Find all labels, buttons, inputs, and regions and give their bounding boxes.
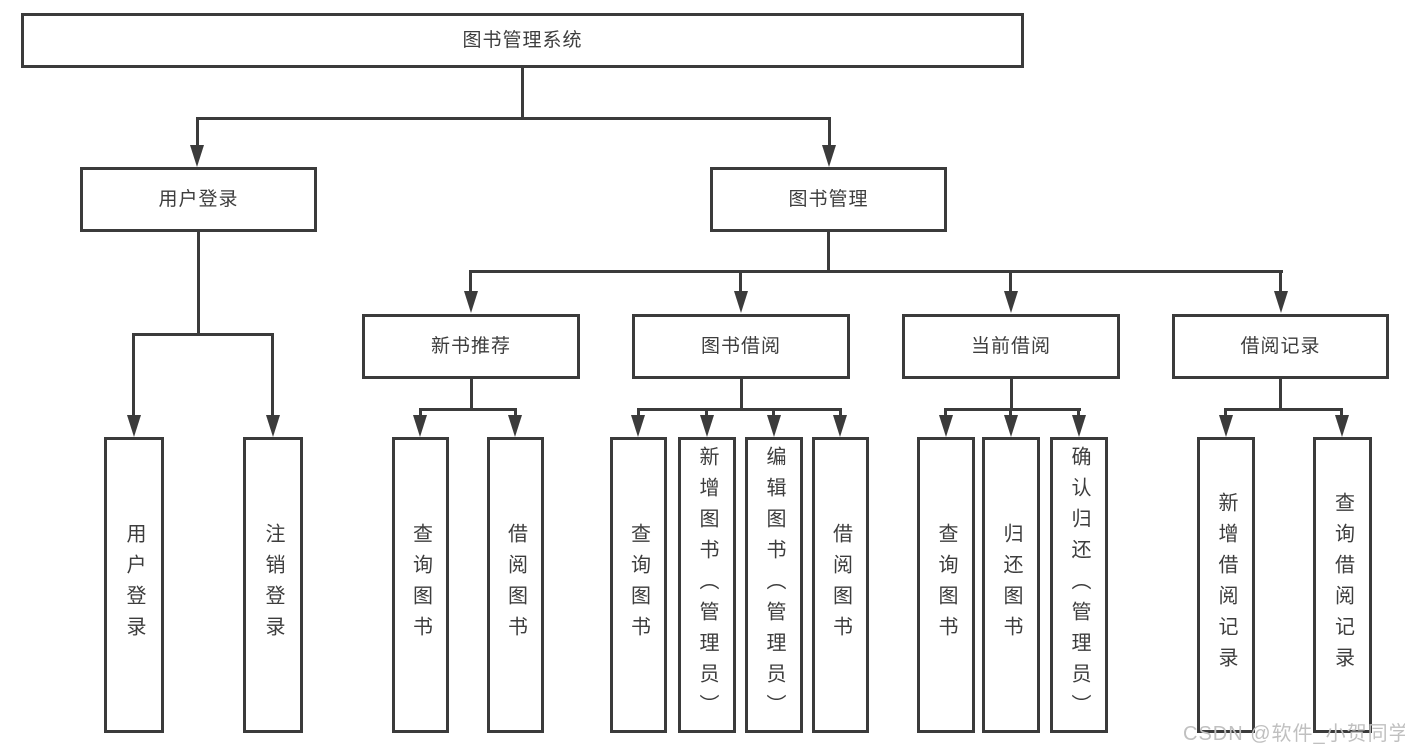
leaf-add-borrow-record-label: 新增借阅记录 [1215,492,1237,678]
leaf-confirm-return-admin-label: 确认归还（管理员） [1068,445,1090,725]
connector-line [132,333,274,336]
connector-line [740,379,743,411]
connector-line [1279,379,1282,411]
arrowhead-down-icon [1072,415,1086,437]
connector-line [469,270,1283,273]
leaf-query-book-2-label: 查询图书 [627,523,650,647]
connector-line [772,408,775,417]
arrowhead-down-icon [413,415,427,437]
leaf-add-book-admin-label: 新增图书（管理员） [696,445,718,725]
connector-line [271,333,274,417]
leaf-user-login-label: 用户登录 [123,523,145,647]
node-new-book-recommend: 新书推荐 [362,314,580,379]
node-borrow-record: 借阅记录 [1172,314,1389,379]
connector-line [637,408,841,411]
arrowhead-down-icon [508,415,522,437]
node-book-borrow: 图书借阅 [632,314,850,379]
connector-line [132,333,135,417]
connector-line [419,408,517,411]
node-user-login-label: 用户登录 [158,189,239,210]
node-book-management-label: 图书管理 [788,189,869,210]
leaf-user-login: 用户登录 [104,437,164,733]
connector-line [739,270,742,293]
connector-line [469,270,472,293]
connector-line [705,408,708,417]
arrowhead-down-icon [939,415,953,437]
leaf-borrow-book-2: 借阅图书 [812,437,869,733]
leaf-return-book: 归还图书 [982,437,1040,733]
leaf-add-book-admin: 新增图书（管理员） [678,437,736,733]
node-borrow-record-label: 借阅记录 [1240,336,1321,357]
arrowhead-down-icon [833,415,847,437]
connector-line [1340,408,1343,417]
connector-line [827,232,830,273]
node-new-book-recommend-label: 新书推荐 [430,336,511,357]
connector-line [828,117,831,148]
leaf-borrow-book-1-label: 借阅图书 [504,523,527,647]
node-current-borrow-label: 当前借阅 [970,336,1051,357]
leaf-query-book-3: 查询图书 [917,437,975,733]
arrowhead-down-icon [700,415,714,437]
leaf-query-book-1-label: 查询图书 [409,523,432,647]
connector-line [419,408,422,417]
leaf-return-book-label: 归还图书 [1000,523,1022,647]
node-user-login: 用户登录 [80,167,317,232]
arrowhead-down-icon [734,291,748,313]
leaf-query-book-3-label: 查询图书 [935,523,957,647]
connector-line [1010,379,1013,411]
connector-line [196,117,831,120]
connector-line [1009,408,1012,417]
connector-line [839,408,842,417]
arrowhead-down-icon [822,145,836,167]
node-book-borrow-label: 图书借阅 [700,336,781,357]
arrowhead-down-icon [1004,291,1018,313]
leaf-logout: 注销登录 [243,437,303,733]
connector-line [1077,408,1080,417]
connector-line [1279,270,1282,293]
node-book-management: 图书管理 [710,167,947,232]
arrowhead-down-icon [1335,415,1349,437]
connector-line [470,379,473,411]
connector-line [196,117,199,148]
connector-line [521,68,524,120]
arrowhead-down-icon [464,291,478,313]
arrowhead-down-icon [1274,291,1288,313]
connector-line [197,232,200,336]
arrowhead-down-icon [631,415,645,437]
leaf-logout-label: 注销登录 [262,523,284,647]
connector-line [1224,408,1227,417]
arrowhead-down-icon [127,415,141,437]
connector-line [1009,270,1012,293]
node-root: 图书管理系统 [21,13,1024,68]
leaf-borrow-book-1: 借阅图书 [487,437,544,733]
leaf-add-borrow-record: 新增借阅记录 [1197,437,1255,733]
leaf-borrow-book-2-label: 借阅图书 [829,523,852,647]
node-root-label: 图书管理系统 [462,30,583,51]
arrowhead-down-icon [1219,415,1233,437]
leaf-query-borrow-record-label: 查询借阅记录 [1331,492,1354,678]
leaf-query-book-1: 查询图书 [392,437,449,733]
arrowhead-down-icon [266,415,280,437]
connector-line [514,408,517,417]
arrowhead-down-icon [190,145,204,167]
arrowhead-down-icon [1004,415,1018,437]
connector-line [944,408,1081,411]
arrowhead-down-icon [767,415,781,437]
leaf-edit-book-admin-label: 编辑图书（管理员） [763,445,785,725]
leaf-edit-book-admin: 编辑图书（管理员） [745,437,803,733]
leaf-query-borrow-record: 查询借阅记录 [1313,437,1372,733]
connector-line [944,408,947,417]
leaf-confirm-return-admin: 确认归还（管理员） [1050,437,1108,733]
connector-line [1224,408,1343,411]
node-current-borrow: 当前借阅 [902,314,1120,379]
csdn-watermark: CSDN @软件_小贺同学 [1183,723,1405,745]
connector-line [637,408,640,417]
leaf-query-book-2: 查询图书 [610,437,667,733]
